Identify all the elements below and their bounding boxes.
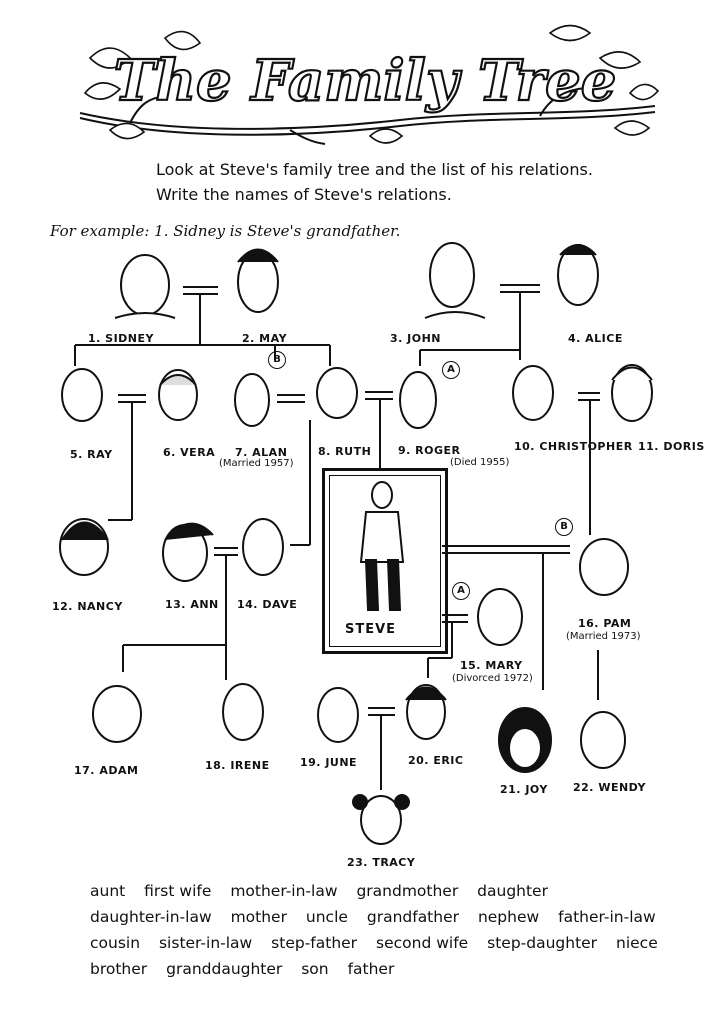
person-label-irene: 18. IRENE [205, 759, 270, 772]
person-label-john: 3. JOHN [390, 332, 442, 345]
badge-a-roger: A [442, 361, 460, 379]
person-note-mary: (Divorced 1972) [452, 673, 533, 684]
person-label-joy: 21. JOY [500, 783, 548, 796]
steve-portrait-frame [322, 468, 448, 654]
person-label-adam: 17. ADAM [74, 764, 139, 777]
word-niece: niece [616, 934, 658, 952]
person-label-wendy: 22. WENDY [573, 781, 646, 794]
instruction-line-1: Look at Steve's family tree and the list… [156, 160, 593, 179]
word-aunt: aunt [90, 882, 126, 900]
person-label-ruth: 8. RUTH [318, 445, 372, 458]
word-uncle: uncle [305, 908, 348, 926]
steve-figure-icon [359, 481, 405, 611]
person-label-alice: 4. ALICE [568, 332, 623, 345]
person-label-may: 2. MAY [242, 332, 288, 345]
word-granddaughter: granddaughter [166, 960, 283, 978]
title-banner: The Family Tree [79, 24, 660, 145]
leaf-icons [83, 24, 660, 144]
person-label-tracy: 23. TRACY [347, 856, 416, 869]
person-label-steve: STEVE [345, 622, 397, 637]
person-label-mary: 15. MARY [460, 659, 523, 672]
instruction-line-2: Write the names of Steve's relations. [156, 185, 452, 204]
word-father-in-law: father-in-law [558, 908, 656, 926]
badge-a-mary: A [452, 582, 470, 600]
person-label-roger: 9. ROGER [398, 444, 461, 457]
word-step-father: step-father [271, 934, 358, 952]
word-father: father [347, 960, 395, 978]
word-mother-in-law: mother-in-law [230, 882, 338, 900]
word-grandfather: grandfather [366, 908, 459, 926]
word-first-wife: first wife [144, 882, 212, 900]
person-label-vera: 6. VERA [163, 446, 216, 459]
word-nephew: nephew [477, 908, 540, 926]
example-sentence: For example: 1. Sidney is Steve's grandf… [50, 222, 401, 240]
word-sister-in-law: sister-in-law [158, 934, 253, 952]
person-note-roger: (Died 1955) [450, 457, 510, 468]
word-cousin: cousin [90, 934, 141, 952]
word-grandmother: grandmother [356, 882, 459, 900]
person-label-ray: 5. RAY [70, 448, 113, 461]
word-brother: brother [90, 960, 148, 978]
person-note-alan: (Married 1957) [219, 458, 294, 469]
person-label-doris: 11. DORIS [638, 440, 705, 453]
page-title: The Family Tree [114, 48, 617, 114]
badge-b-alan: B [268, 351, 286, 369]
person-label-nancy: 12. NANCY [52, 600, 123, 613]
person-label-alan: 7. ALAN [235, 446, 288, 459]
person-label-eric: 20. ERIC [408, 754, 464, 767]
person-label-june: 19. JUNE [300, 756, 358, 769]
word-mother: mother [230, 908, 287, 926]
word-step-daughter: step-daughter [487, 934, 598, 952]
person-label-ann: 13. ANN [165, 598, 219, 611]
person-note-pam: (Married 1973) [566, 631, 641, 642]
person-label-pam: 16. PAM [578, 617, 632, 630]
branch-illustration [79, 87, 656, 145]
person-label-sidney: 1. SIDNEY [88, 332, 154, 345]
portrait-icons [59, 242, 653, 845]
word-son: son [301, 960, 329, 978]
badge-b-pam: B [555, 518, 573, 536]
person-label-christopher: 10. CHRISTOPHER [514, 440, 633, 453]
word-bank: aunt first wife mother-in-law grandmothe… [90, 878, 690, 982]
word-second-wife: second wife [376, 934, 469, 952]
person-label-dave: 14. DAVE [237, 598, 298, 611]
word-daughter: daughter [477, 882, 548, 900]
word-daughter-in-law: daughter-in-law [90, 908, 212, 926]
